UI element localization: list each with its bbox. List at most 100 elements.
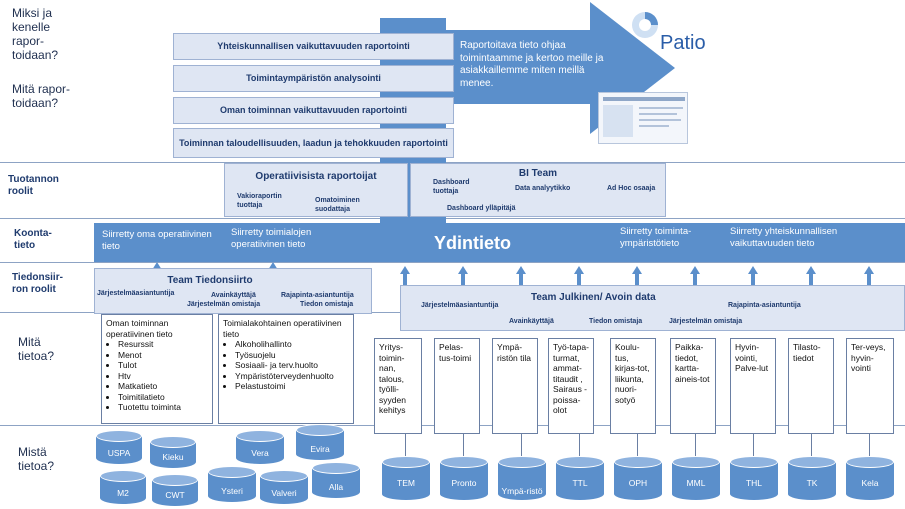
connector-line	[637, 434, 638, 458]
bi-team-title: BI Team	[518, 168, 558, 179]
list-item: Työsuojelu	[235, 350, 349, 361]
database-icon: MML	[672, 456, 720, 500]
database-label: OPH	[628, 478, 648, 488]
database-icon: Evira	[296, 424, 344, 460]
thumbnail-bar	[603, 97, 685, 101]
list-item: Alkoholihallinto	[235, 339, 349, 350]
own-data-box: Oman toiminnan operatiivinen tieto Resur…	[101, 314, 213, 424]
database-label: Pronto	[451, 478, 477, 488]
thumbnail-panel	[603, 105, 633, 137]
own-data-list: Resurssit Menot Tulot Htv Matkatieto Toi…	[106, 339, 208, 413]
sector-data-title: Toimialakohtainen operatiivinen tieto	[223, 318, 342, 339]
patio-logo-text: Patio	[660, 32, 706, 54]
role-dashboard-maintainer: Dashboard ylläpitäjä	[447, 205, 516, 212]
public-role-keyuser: Avainkäyttäjä	[509, 318, 554, 325]
transfer-role-sysowner: Järjestelmän omistaja	[187, 301, 261, 308]
list-item: Tuotettu toiminta	[118, 402, 208, 413]
list-item: Resurssit	[118, 339, 208, 350]
ops-reporters-title: Operatiivisista raportoijat	[255, 171, 377, 182]
database-label: Vera	[251, 448, 269, 458]
transfer-role-sysexpert: Järjestelmäasiantuntija	[97, 290, 175, 297]
report-box-environment: Toimintaympäristön analysointi	[173, 65, 454, 92]
role-data-analyst: Data analyytikko	[515, 185, 571, 192]
source-box: Hyvin-vointi, Palve-lut	[730, 338, 776, 434]
up-arrow	[516, 266, 526, 285]
up-arrow	[268, 262, 278, 270]
own-data-title: Oman toiminnan operatiivinen tieto	[106, 318, 173, 339]
team-transfer-title: Team Tiedonsiirto	[167, 275, 253, 286]
database-label: Alla	[328, 482, 344, 492]
up-arrow	[864, 266, 874, 285]
label-consolidation: Koonta-tieto	[14, 228, 52, 251]
team-transfer-box: Team Tiedonsiirto Järjestelmäasiantuntij…	[94, 268, 372, 314]
database-icon: TTL	[556, 456, 604, 500]
team-public-title: Team Julkinen/ Avoin data	[531, 292, 656, 303]
source-box: Ter-veys, hyvin-vointi	[846, 338, 894, 434]
connector-line	[869, 434, 870, 458]
label-production-roles: Tuotannon roolit	[8, 174, 59, 197]
list-item: Matkatieto	[118, 381, 208, 392]
source-box: Pelas-tus-toimi	[434, 338, 480, 434]
divider	[0, 162, 905, 163]
database-icon: Valveri	[260, 470, 308, 504]
database-label: USPA	[107, 448, 131, 458]
database-label: Kela	[861, 478, 879, 488]
public-role-apiexpert: Rajapinta-asiantuntija	[728, 302, 801, 309]
ops-reporters-box: Operatiivisista raportoijat Vakioraporti…	[224, 163, 408, 217]
core-data-band: Siirretty oma operatiivinen tieto Siirre…	[94, 223, 905, 262]
source-box: Yritys-toimin-nan, talous, työlli-syyden…	[374, 338, 422, 434]
patio-logo: Patio	[628, 8, 706, 56]
label-what-data: Mitä tietoa?	[18, 335, 55, 363]
sector-data-box: Toimialakohtainen operatiivinen tieto Al…	[218, 314, 354, 424]
source-box: Tilasto-tiedot	[788, 338, 834, 434]
report-box-societal: Yhteiskunnallisen vaikuttavuuden raporto…	[173, 33, 454, 60]
database-label: Kieku	[162, 452, 184, 462]
database-icon: USPA	[96, 430, 142, 464]
core-right2: Siirretty yhteiskunnallisen vaikuttavuud…	[730, 226, 838, 249]
team-public-box: Team Julkinen/ Avoin data Järjestelmäasi…	[400, 285, 905, 331]
thumbnail-line	[639, 113, 677, 115]
role-dashboard-producer: Dashboard tuottaja	[433, 179, 470, 195]
database-label: Ympä-ristö	[501, 486, 543, 496]
database-icon: Vera	[236, 430, 284, 464]
up-arrow	[574, 266, 584, 285]
label-why: Miksi ja kenelle rapor-toidaan?	[12, 6, 59, 62]
database-label: Evira	[310, 444, 330, 454]
list-item: Menot	[118, 350, 208, 361]
list-item: Sosiaali- ja terv.huolto	[235, 360, 349, 371]
connector-line	[405, 434, 406, 458]
connector-line	[463, 434, 464, 458]
database-icon: TEM	[382, 456, 430, 500]
database-label: CWT	[165, 490, 185, 500]
transfer-role-dataowner: Tiedon omistaja	[300, 301, 354, 308]
up-arrow	[632, 266, 642, 285]
up-arrow	[748, 266, 758, 285]
core-right1: Siirretty toiminta-ympäristötieto	[620, 226, 692, 249]
database-icon: M2	[100, 470, 146, 504]
label-what-report: Mitä rapor-toidaan?	[12, 82, 71, 110]
database-label: MML	[686, 478, 706, 488]
core-left2: Siirretty toimialojen operatiivinen tiet…	[231, 227, 312, 250]
list-item: Pelastustoimi	[235, 381, 349, 392]
database-icon: Alla	[312, 462, 360, 498]
source-box: Paikka-tiedot, kartta-aineis-tot	[670, 338, 716, 434]
list-item: Toimitilatieto	[118, 392, 208, 403]
connector-line	[695, 434, 696, 458]
database-icon: OPH	[614, 456, 662, 500]
label-where-data: Mistä tietoa?	[18, 445, 55, 473]
thumbnail-line	[639, 107, 683, 109]
core-title: Ydintieto	[434, 233, 511, 253]
database-label: Ysteri	[221, 486, 243, 496]
source-box: Ympä-ristön tila	[492, 338, 538, 434]
transfer-role-keyuser: Avainkäyttäjä	[211, 292, 256, 299]
database-label: M2	[117, 488, 129, 498]
bi-team-box: BI Team Dashboard tuottaja Data analyyti…	[410, 163, 666, 217]
database-icon: CWT	[152, 474, 198, 506]
database-icon: Pronto	[440, 456, 488, 500]
list-item: Ympäristöterveydenhuolto	[235, 371, 349, 382]
database-icon: TK	[788, 456, 836, 500]
label-transfer-roles: Tiedonsiir-ron roolit	[12, 272, 63, 295]
connector-line	[811, 434, 812, 458]
database-label: TTL	[572, 478, 588, 488]
patio-logo-icon	[632, 12, 658, 38]
